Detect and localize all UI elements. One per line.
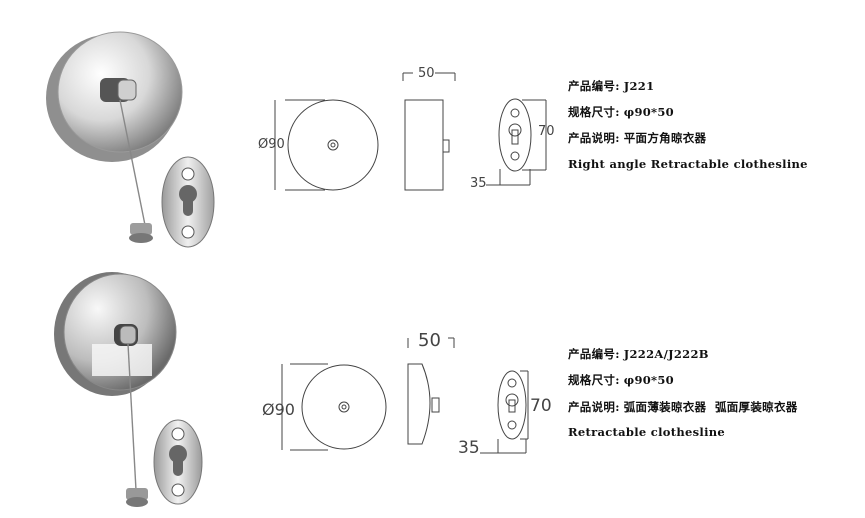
product-1-bracket-w-label: 35 [470, 176, 487, 191]
product-1-depth-label: 50 [418, 66, 435, 81]
product-2-front-view [281, 363, 387, 451]
product-2-depth-label: 50 [418, 330, 441, 351]
product-2-diameter-label: Ø90 [262, 400, 295, 419]
product-2-bracket-w-label: 35 [458, 438, 480, 458]
product-2-desc: 产品说明:弧面薄装晾衣器 弧面厚装晾衣器 [568, 400, 798, 414]
product-1-bracket-drawing [486, 98, 547, 186]
product-1-bracket-h-label: 70 [538, 124, 555, 139]
product-2-size: 规格尺寸:φ90*50 [568, 373, 674, 387]
product-2-desc-en: Retractable clothesline [568, 425, 726, 439]
product-1-front-view [274, 99, 379, 191]
product-1-desc-en: Right angle Retractable clothesline [568, 157, 808, 171]
product-2-code: 产品编号:J222A/J222B [568, 347, 709, 361]
product-2-bracket-drawing [480, 370, 529, 454]
product-2-photo [54, 272, 203, 507]
product-1-photo [46, 31, 215, 248]
product-1-diameter-label: Ø90 [258, 137, 285, 152]
product-1-desc: 产品说明:平面方角晾衣器 [568, 131, 707, 145]
product-1-size: 规格尺寸:φ90*50 [568, 105, 674, 119]
product-1-side-view [402, 72, 456, 191]
product-1-code: 产品编号:J221 [568, 79, 655, 93]
product-2-side-view [407, 337, 455, 445]
product-2-bracket-h-label: 70 [530, 396, 552, 416]
